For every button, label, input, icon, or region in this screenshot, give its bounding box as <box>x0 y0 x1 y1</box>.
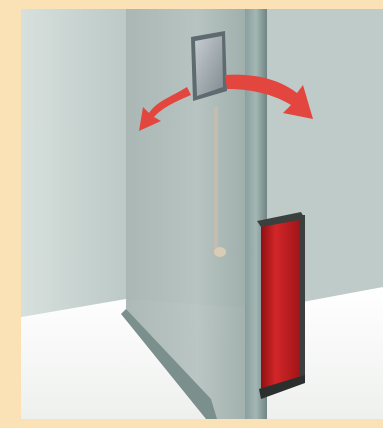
scene-illustration <box>21 9 383 419</box>
screen-display <box>195 36 223 96</box>
red-bin <box>261 217 303 395</box>
left-wall <box>21 9 126 317</box>
rod-handle <box>214 247 226 257</box>
scene-svg <box>21 9 383 419</box>
pull-rod <box>214 107 218 255</box>
bin-edge <box>299 215 305 383</box>
